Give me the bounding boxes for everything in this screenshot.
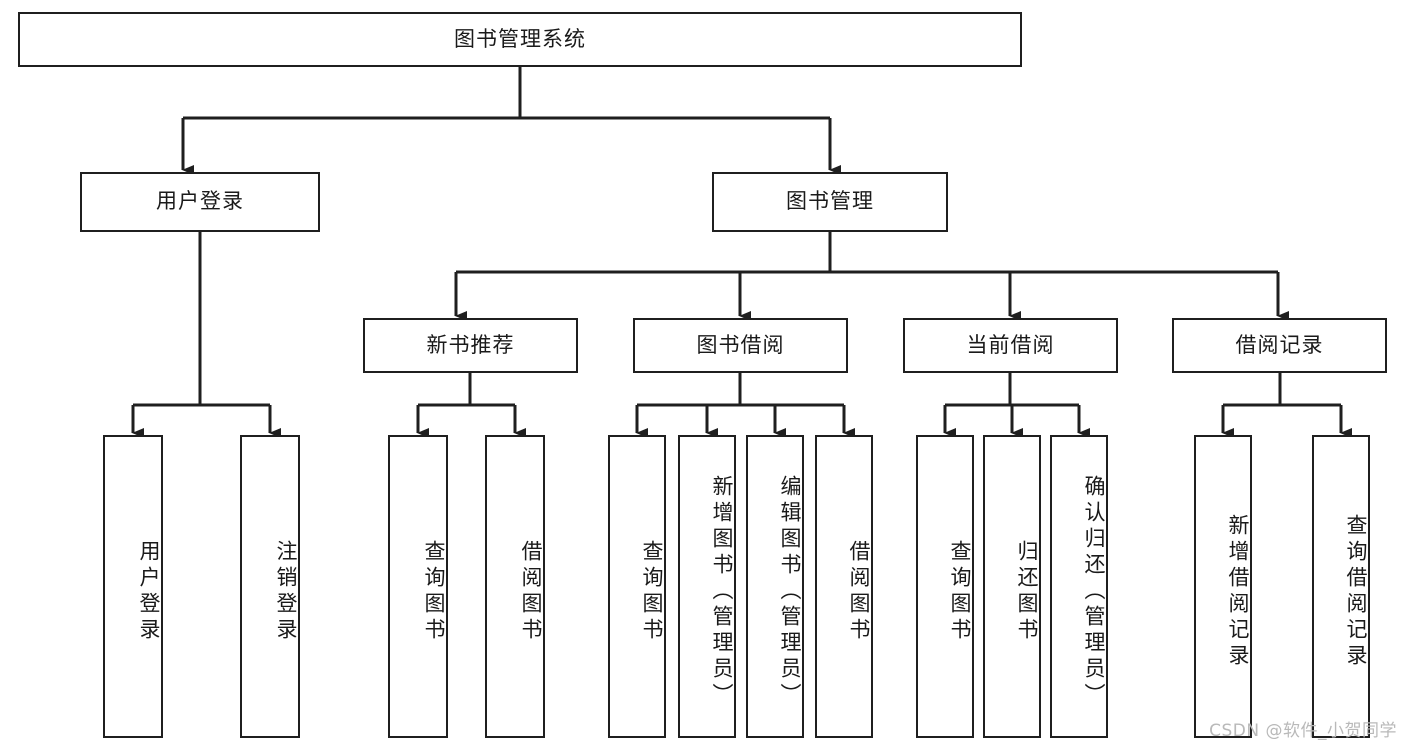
node-label: 图书管理系统 <box>454 26 586 51</box>
node-label: 用户登录 <box>156 189 244 214</box>
leaf-node-leaf-query-book-rec[interactable]: 查询图书 <box>388 435 448 738</box>
level3-node-book-borrow[interactable]: 图书借阅 <box>633 318 848 373</box>
node-label: 新书推荐 <box>426 332 515 357</box>
node-label: 借阅记录 <box>1235 332 1324 357</box>
node-label: 新增借阅记录 <box>1226 513 1250 670</box>
node-label: 图书管理 <box>786 189 874 214</box>
node-label: 借阅图书 <box>847 539 871 644</box>
node-label: 当前借阅 <box>966 332 1055 357</box>
node-label: 编辑图书（管理员） <box>778 474 802 709</box>
leaf-node-leaf-add-record[interactable]: 新增借阅记录 <box>1194 435 1252 738</box>
leaf-node-leaf-confirm-return[interactable]: 确认归还（管理员） <box>1050 435 1108 738</box>
node-label: 注销登录 <box>274 539 298 644</box>
level3-node-new-book-rec[interactable]: 新书推荐 <box>363 318 578 373</box>
node-label: 查询图书 <box>948 539 972 644</box>
node-label: 借阅图书 <box>519 539 543 644</box>
node-label: 查询图书 <box>422 539 446 644</box>
level2-node-book-manage[interactable]: 图书管理 <box>712 172 948 232</box>
node-label: 归还图书 <box>1015 539 1039 644</box>
leaf-node-leaf-user-login[interactable]: 用户登录 <box>103 435 163 738</box>
level3-node-borrow-record[interactable]: 借阅记录 <box>1172 318 1387 373</box>
leaf-node-leaf-borrow-book[interactable]: 借阅图书 <box>815 435 873 738</box>
leaf-node-leaf-query-book-borrow[interactable]: 查询图书 <box>608 435 666 738</box>
node-label: 确认归还（管理员） <box>1082 474 1106 709</box>
leaf-node-leaf-return-book[interactable]: 归还图书 <box>983 435 1041 738</box>
node-label: 图书借阅 <box>696 332 785 357</box>
leaf-node-leaf-edit-book[interactable]: 编辑图书（管理员） <box>746 435 804 738</box>
leaf-node-leaf-query-book-cur[interactable]: 查询图书 <box>916 435 974 738</box>
leaf-node-leaf-borrow-book-rec[interactable]: 借阅图书 <box>485 435 545 738</box>
node-label: 查询图书 <box>640 539 664 644</box>
csdn-watermark: CSDN @软件_小贺同学 <box>1209 721 1397 741</box>
node-label: 新增图书（管理员） <box>710 474 734 709</box>
leaf-node-leaf-add-book[interactable]: 新增图书（管理员） <box>678 435 736 738</box>
level3-node-current-borrow[interactable]: 当前借阅 <box>903 318 1118 373</box>
leaf-node-leaf-user-logout[interactable]: 注销登录 <box>240 435 300 738</box>
root-node-root[interactable]: 图书管理系统 <box>18 12 1022 67</box>
level2-node-user-login[interactable]: 用户登录 <box>80 172 320 232</box>
node-label: 查询借阅记录 <box>1344 513 1368 670</box>
node-label: 用户登录 <box>137 539 161 644</box>
leaf-node-leaf-query-record[interactable]: 查询借阅记录 <box>1312 435 1370 738</box>
